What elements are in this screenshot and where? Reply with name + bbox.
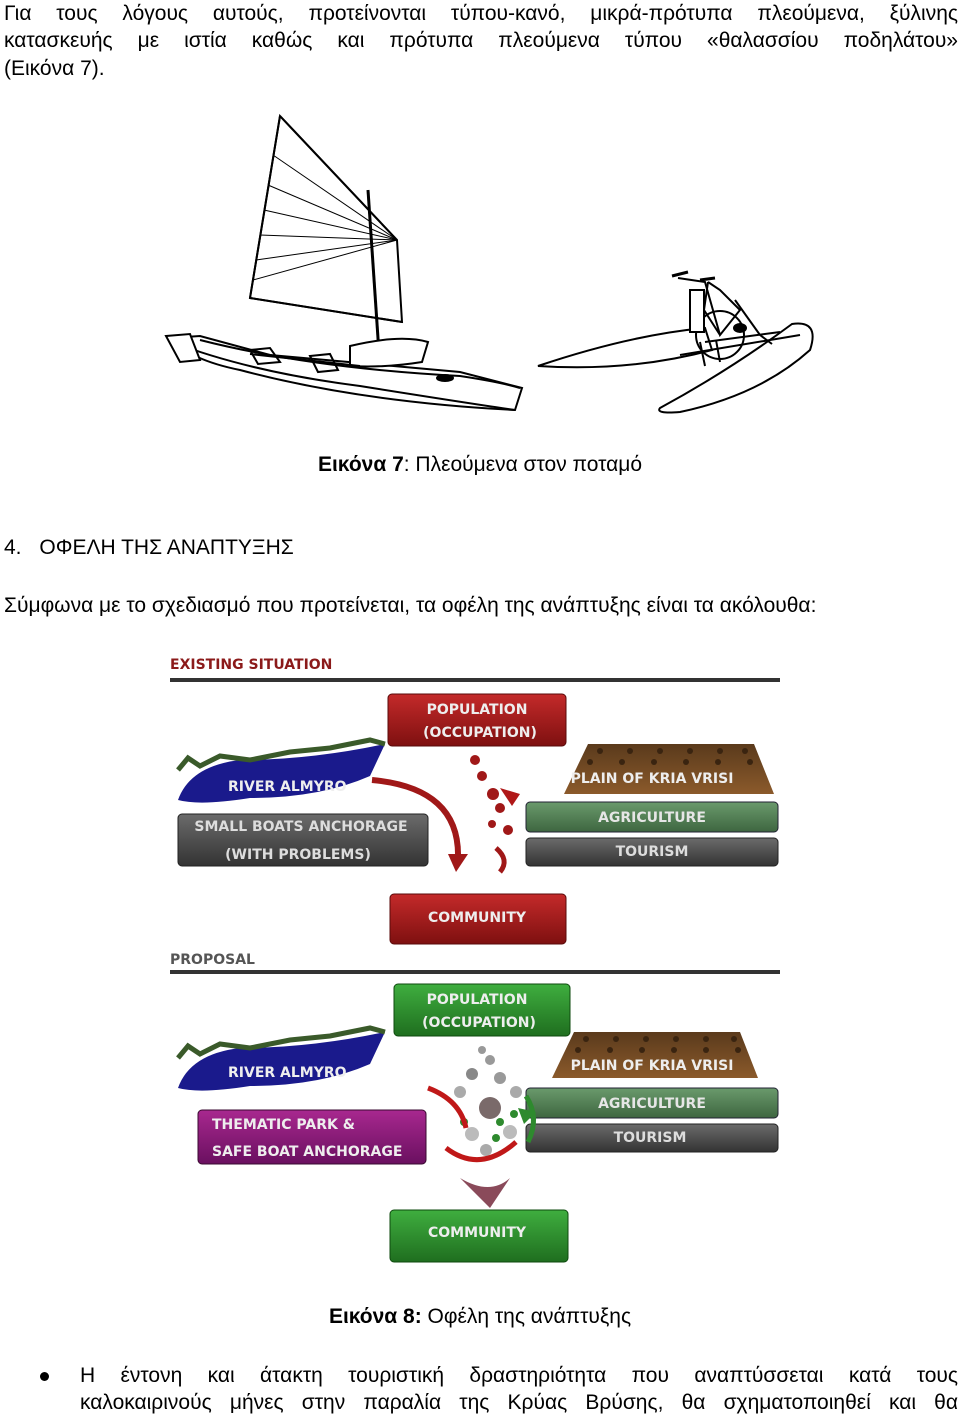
existing-anchorage-label: SMALL BOATS ANCHORAGE — [194, 819, 407, 835]
proposal-plain-label: PLAIN OF KRIA VRISI — [571, 1058, 734, 1074]
existing-river-vegetation — [176, 737, 386, 772]
proposal-population-sub: (OCCUPATION) — [422, 1015, 536, 1031]
proposal-plain-shape — [552, 1032, 758, 1078]
figure-7-label: Εικόνα 7 — [317, 453, 404, 476]
existing-agriculture-box — [525, 801, 779, 833]
existing-anchorage-sub: (WITH PROBLEMS) — [225, 847, 371, 863]
proposal-population-label: POPULATION — [427, 992, 528, 1008]
existing-river-label: RIVER ALMYRO — [228, 779, 347, 795]
proposal-population-box — [393, 983, 571, 1037]
bullet-line-1: Η έντονη και άτακτη τουριστική δραστηριό… — [80, 1364, 958, 1387]
proposal-tourism-box — [525, 1123, 779, 1153]
proposal-agriculture-label: AGRICULTURE — [598, 1096, 706, 1112]
existing-situation-title: EXISTING SITUATION — [170, 657, 332, 673]
existing-agriculture-label: AGRICULTURE — [598, 810, 706, 826]
existing-plain-shape — [564, 744, 774, 794]
lead-sentence: Σύμφωνα με το σχεδιασμό που προτείνεται,… — [4, 594, 817, 617]
water-bike-drawing — [537, 270, 814, 414]
proposal-plain-rows — [575, 1036, 741, 1053]
existing-anchorage-box — [177, 813, 429, 867]
section-heading: 4. ΟΦΕΛΗ ΤΗΣ ΑΝΑΠΤΥΞΗΣ — [4, 536, 294, 560]
section-number: 4. — [4, 536, 22, 559]
figure-7-illustration — [164, 113, 814, 414]
bullet-line-2: καλοκαιρινούς μήνες στην παραλία της Κρύ… — [80, 1391, 958, 1414]
existing-population-label: POPULATION — [427, 702, 528, 718]
figure-8-label: Εικόνα 8: — [328, 1305, 422, 1328]
proposal-divider — [170, 970, 780, 974]
figure-7-text: : Πλεούμενα στον ποταμό — [403, 453, 643, 476]
figure-8-text: Οφέλη της ανάπτυξης — [421, 1305, 632, 1328]
proposal-park-label: THEMATIC PARK & — [212, 1117, 355, 1133]
proposal-community-box — [389, 1209, 569, 1263]
existing-arrow-river — [371, 777, 462, 859]
existing-community-box — [389, 893, 567, 945]
proposal-flow-graphic — [427, 1046, 536, 1208]
proposal-park-sub: SAFE BOAT ANCHORAGE — [212, 1144, 402, 1160]
existing-population-sub: (OCCUPATION) — [423, 725, 537, 741]
figure-7-caption: Εικόνα 7: Πλεούμενα στον ποταμό — [0, 453, 960, 477]
bullet-marker — [40, 1372, 49, 1381]
proposal-community-label: COMMUNITY — [428, 1225, 527, 1241]
intro-line-3: (Εικόνα 7). — [4, 57, 105, 80]
existing-population-box — [387, 693, 567, 747]
proposal-agriculture-box — [525, 1087, 779, 1119]
proposal-river-shape — [178, 1032, 385, 1091]
figure-8-diagram: EXISTING SITUATION POPULATION (OCCUPATIO… — [170, 657, 780, 1263]
existing-dots — [470, 755, 513, 835]
section-title: ΟΦΕΛΗ ΤΗΣ ΑΝΑΠΤΥΞΗΣ — [39, 536, 294, 559]
existing-community-label: COMMUNITY — [428, 910, 527, 926]
proposal-tourism-label: TOURISM — [614, 1130, 687, 1146]
existing-divider — [170, 678, 780, 682]
proposal-river-vegetation — [176, 1025, 386, 1060]
existing-tourism-box — [525, 837, 779, 867]
proposal-park-box — [197, 1109, 427, 1165]
intro-line-1: Για τους λόγους αυτούς, προτείνονται τύπ… — [4, 2, 958, 25]
existing-river-shape — [178, 744, 385, 803]
intro-line-2: κατασκευής με ιστία καθώς και πρότυπα πλ… — [4, 29, 958, 52]
existing-plain-label: PLAIN OF KRIA VRISI — [571, 771, 734, 787]
proposal-river-label: RIVER ALMYRO — [228, 1065, 347, 1081]
proposal-title: PROPOSAL — [170, 952, 255, 968]
sailing-canoe-drawing — [164, 113, 524, 412]
figure-8-caption: Εικόνα 8: Οφέλη της ανάπτυξης — [0, 1305, 960, 1329]
existing-tourism-label: TOURISM — [616, 844, 689, 860]
existing-plain-rows — [587, 748, 753, 765]
